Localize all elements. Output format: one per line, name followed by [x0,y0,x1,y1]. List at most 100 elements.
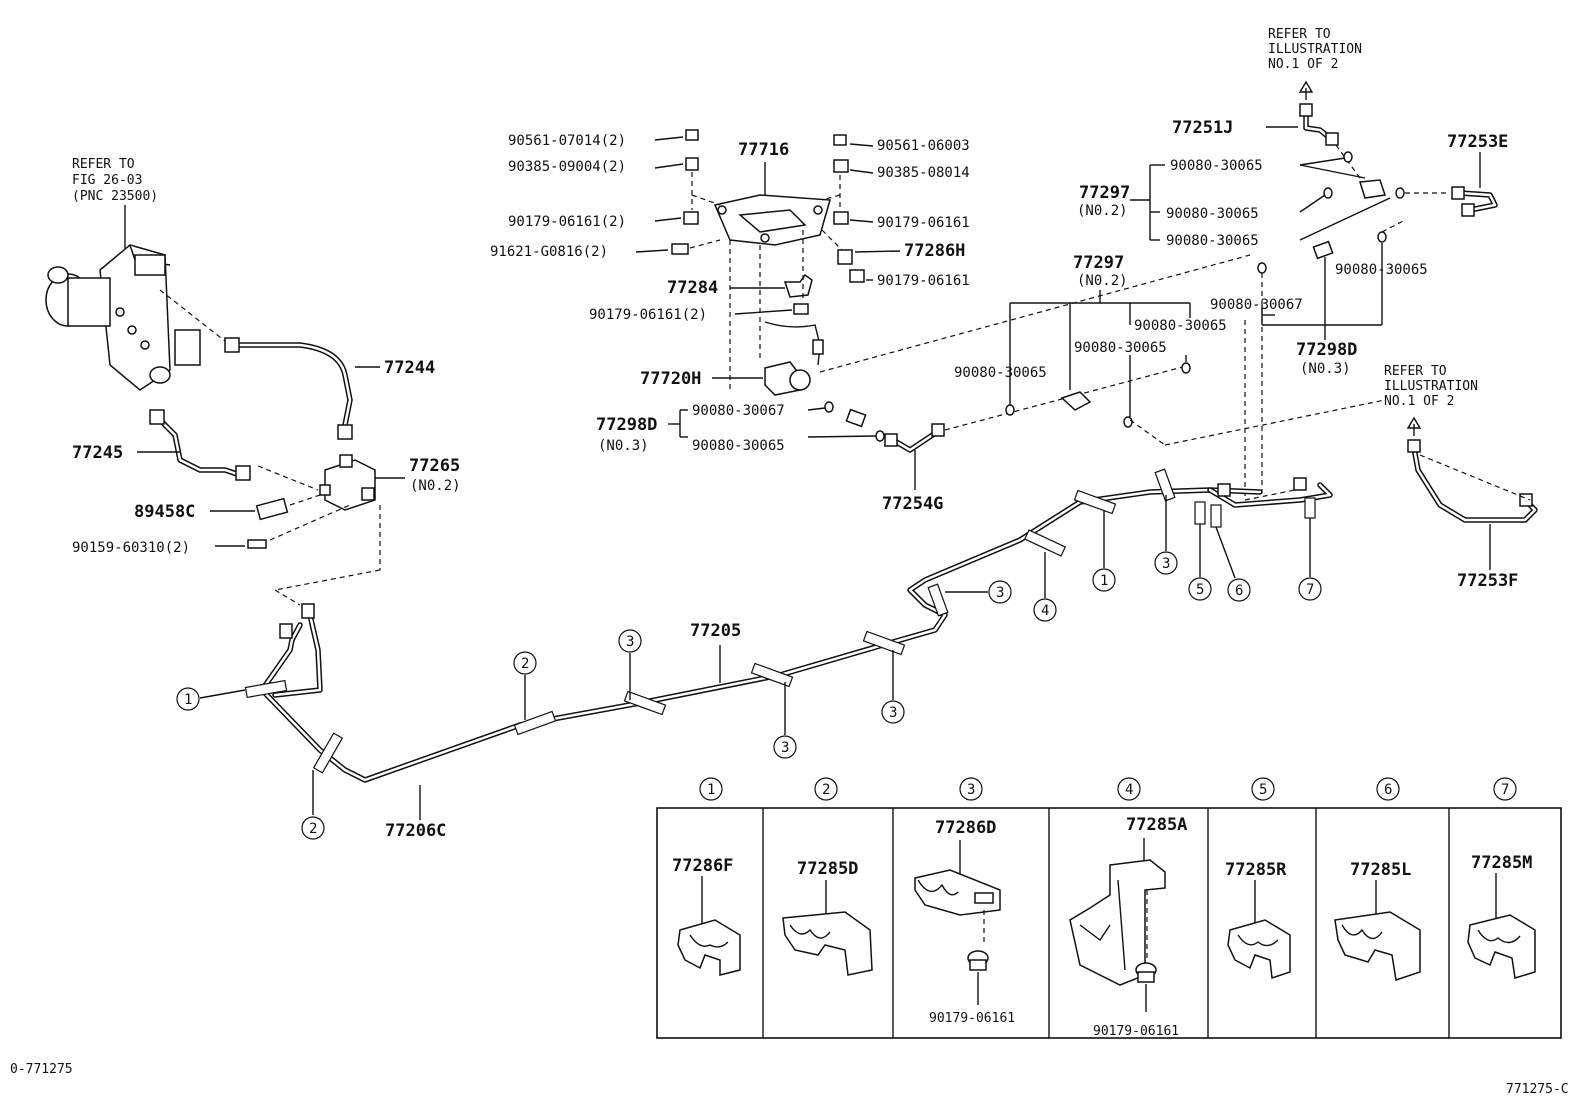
label-90179-06161-r1: 90179-06161 [877,215,970,231]
legend-sub-4: 90179-06161 [1093,1024,1179,1039]
ref-note-left: REFER TO FIG 26-03 (PNC 23500) [72,157,158,255]
up-arrow-icon [1298,80,1314,100]
pipe-77245 [149,409,251,481]
svg-text:NO.1 OF 2: NO.1 OF 2 [1268,57,1338,72]
nuts-left-column [671,129,699,255]
ref-note-top-right: REFER TO ILLUSTRATION NO.1 OF 2 [1268,27,1362,100]
svg-text:3: 3 [889,705,897,721]
label-77297-center: 77297 [1073,253,1124,273]
label-90080-30065-h: 90080-30065 [954,365,1047,381]
legend-part-77285m: 77285M [1471,853,1532,873]
label-77716: 77716 [738,140,789,160]
footer-right-code: 771275-C [1506,1082,1569,1097]
label-90179-06161-2a: 90179-06161(2) [508,214,626,230]
svg-text:FIG 26-03: FIG 26-03 [72,173,142,188]
label-90080-30065-f: 90080-30065 [1134,318,1227,334]
svg-text:NO.1 OF 2: NO.1 OF 2 [1384,394,1454,409]
callout-circles: 1 2 2 3 3 3 3 4 1 3 5 6 7 [176,495,1322,840]
svg-text:REFER TO: REFER TO [72,157,135,172]
clamp-legend-table: 1 2 3 4 5 6 7 77286F 77285D 77286D 90179… [656,777,1562,1039]
label-77298d-left: 77298D [596,415,657,435]
label-77245: 77245 [72,443,123,463]
label-77265: 77265 [409,456,460,476]
svg-text:4: 4 [1041,603,1049,619]
label-90080-30065-d: 90080-30065 [1166,233,1259,249]
label-90179-06161-2b: 90179-06161(2) [589,307,707,323]
pipe-77253e [1451,186,1498,217]
nuts-right-column [833,134,865,283]
svg-text:ILLUSTRATION: ILLUSTRATION [1268,42,1362,57]
svg-text:3: 3 [967,782,975,798]
svg-text:1: 1 [707,782,715,798]
label-77253f: 77253F [1457,571,1518,591]
svg-text:6: 6 [1235,583,1243,599]
label-77298d-right: 77298D [1296,340,1357,360]
svg-text:(PNC 23500): (PNC 23500) [72,189,158,204]
label-77251j: 77251J [1172,118,1233,138]
label-77284: 77284 [667,278,718,298]
note-77298d-left: (N0.3) [598,438,649,454]
sensor-77720h [764,321,824,396]
label-77253e: 77253E [1447,132,1508,152]
pipe-77253f [1407,439,1538,523]
svg-text:3: 3 [781,740,789,756]
label-77206c: 77206C [385,821,446,841]
label-89458c: 89458C [134,502,195,522]
group-77298d-left [668,401,885,442]
bracket-77716 [713,194,831,246]
legend-part-77285r: 77285R [1225,860,1287,880]
pipe-77251j [1299,103,1339,146]
tube-bundle [244,468,1333,783]
label-90080-30065-g: 90080-30065 [1074,340,1167,356]
note-77297-upper: (N0.2) [1077,203,1128,219]
label-77720h: 77720H [640,369,701,389]
note-77297-center: (N0.2) [1077,273,1128,289]
bracket-77284 [783,273,813,298]
svg-text:4: 4 [1125,782,1133,798]
pipe-77254g [884,423,945,490]
legend-sub-3: 90179-06161 [929,1011,1015,1026]
svg-text:5: 5 [1259,782,1267,798]
note-77298d-right: (N0.3) [1300,361,1351,377]
svg-text:3: 3 [996,585,1004,601]
svg-text:1: 1 [184,692,192,708]
label-90561-06003: 90561-06003 [877,138,970,154]
svg-text:2: 2 [309,821,317,837]
legend-part-77285l: 77285L [1350,860,1411,880]
svg-text:3: 3 [1162,556,1170,572]
label-90159: 90159-60310(2) [72,540,190,556]
group-77298d-right [1257,240,1383,340]
pipe-77244 [224,337,353,440]
svg-text:7: 7 [1501,782,1509,798]
label-90561-07014: 90561-07014(2) [508,133,626,149]
label-90080-30067-a: 90080-30067 [692,403,785,419]
legend-part-77285a: 77285A [1126,815,1187,835]
valve-77265 [319,454,376,511]
note-77265: (N0.2) [410,478,461,494]
label-90385-08014: 90385-08014 [877,165,970,181]
label-90080-30065-a: 90080-30065 [692,438,785,454]
group-77297-center [1005,290,1191,428]
label-90179-06161-r2: 90179-06161 [877,273,970,289]
label-90080-30067-b: 90080-30067 [1210,297,1303,313]
label-77297-upper: 77297 [1079,183,1130,203]
svg-text:2: 2 [822,782,830,798]
svg-text:6: 6 [1384,782,1392,798]
svg-text:3: 3 [626,634,634,650]
actuator-assembly [45,244,201,391]
bolt-90159 [247,539,267,549]
label-91621: 91621-G0816(2) [490,244,608,260]
label-77286h: 77286H [904,241,965,261]
svg-text:2: 2 [521,656,529,672]
legend-part-77286d: 77286D [935,818,996,838]
svg-text:REFER TO: REFER TO [1268,27,1331,42]
up-arrow-icon-2 [1406,416,1422,436]
label-77205: 77205 [690,621,741,641]
sensor-89458c [255,497,289,521]
svg-text:7: 7 [1306,582,1314,598]
legend-part-77286f: 77286F [672,856,733,876]
svg-text:1: 1 [1100,573,1108,589]
ref-note-right-mid: REFER TO ILLUSTRATION NO.1 OF 2 [1384,364,1478,436]
svg-text:5: 5 [1196,582,1204,598]
